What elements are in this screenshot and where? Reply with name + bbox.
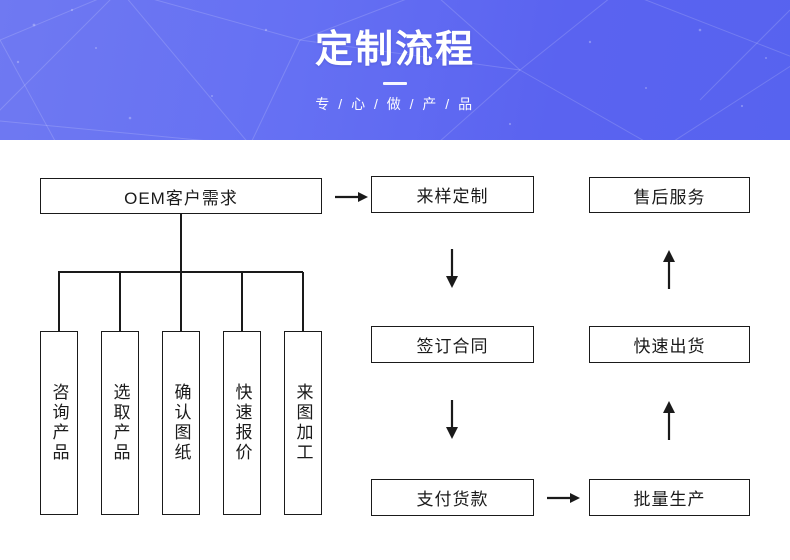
arrow-payment-to-production-icon <box>547 493 580 503</box>
flow-node-branch-2[interactable]: 选取产品 <box>101 331 139 515</box>
connector-drop-3 <box>180 272 182 331</box>
flow-node-branch-3-label: 确认图纸 <box>171 383 191 463</box>
connector-drop-4 <box>241 272 243 331</box>
title-divider <box>383 82 407 86</box>
flow-node-oem-requirement[interactable]: OEM客户需求 <box>40 178 322 214</box>
flow-node-branch-3[interactable]: 确认图纸 <box>162 331 200 515</box>
connector-drop-5 <box>302 272 304 331</box>
arrow-sample-to-contract-icon <box>446 249 458 288</box>
process-flowchart: OEM客户需求 咨询产品 选取产品 确认图纸 快速报价 来图加工 <box>0 140 790 560</box>
connector-drop-1 <box>58 272 60 331</box>
arrow-root-to-sample-icon <box>335 192 368 202</box>
flow-node-branch-5[interactable]: 来图加工 <box>284 331 322 515</box>
flow-node-branch-4[interactable]: 快速报价 <box>223 331 261 515</box>
page-subtitle: 专 / 心 / 做 / 产 / 品 <box>315 96 475 113</box>
connector-drop-2 <box>119 272 121 331</box>
flow-node-mass-production[interactable]: 批量生产 <box>589 479 750 516</box>
banner-polygon-decoration <box>0 0 790 140</box>
arrow-contract-to-payment-icon <box>446 400 458 439</box>
flow-node-fast-shipping[interactable]: 快速出货 <box>589 326 750 363</box>
flow-node-after-sales[interactable]: 售后服务 <box>589 177 750 213</box>
connector-root-trunk <box>180 214 182 272</box>
flow-node-branch-1[interactable]: 咨询产品 <box>40 331 78 515</box>
connector-branch-bar <box>58 271 303 273</box>
page-banner: 定制流程 专 / 心 / 做 / 产 / 品 <box>0 0 790 140</box>
flow-node-branch-4-label: 快速报价 <box>232 383 252 463</box>
flow-node-payment[interactable]: 支付货款 <box>371 479 534 516</box>
flow-node-branch-1-label: 咨询产品 <box>49 383 69 463</box>
arrow-shipping-to-aftersales-icon <box>663 250 675 289</box>
flow-node-branch-5-label: 来图加工 <box>293 383 313 463</box>
flow-node-sample-customization[interactable]: 来样定制 <box>371 176 534 213</box>
banner-text-block: 定制流程 专 / 心 / 做 / 产 / 品 <box>0 0 790 140</box>
flow-node-sign-contract[interactable]: 签订合同 <box>371 326 534 363</box>
page-title: 定制流程 <box>314 28 475 71</box>
flow-node-branch-2-label: 选取产品 <box>110 383 130 463</box>
arrow-production-to-shipping-icon <box>663 401 675 440</box>
